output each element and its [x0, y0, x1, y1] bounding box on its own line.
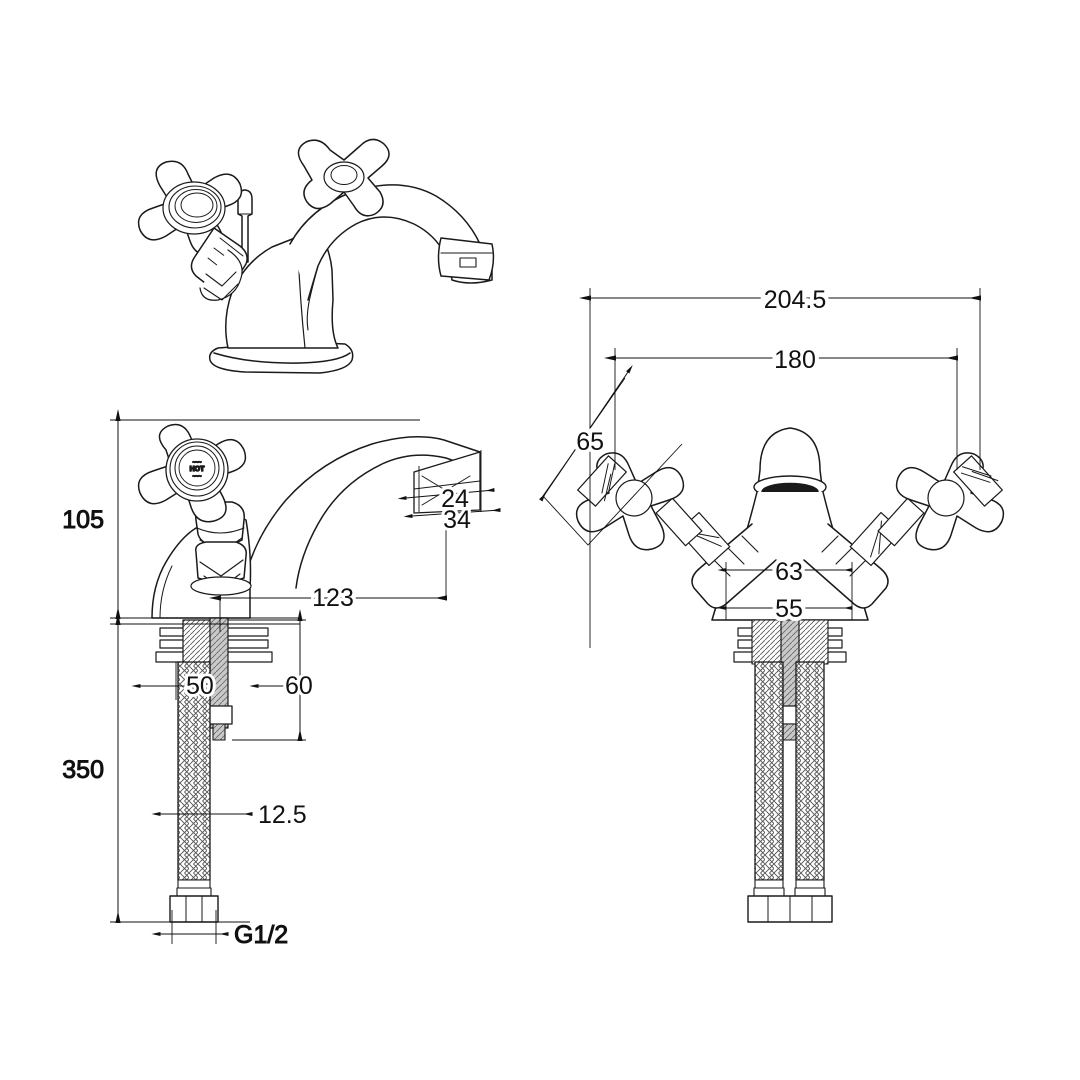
- dimension-350: 350: [62, 613, 300, 923]
- dimension-g1-2-label: G1/2: [234, 921, 288, 949]
- dimension-60: 60: [228, 609, 316, 741]
- side-cross-handle: ~~~ HOT ~~~: [137, 423, 247, 523]
- dimension-63-label: 63: [775, 558, 803, 586]
- dimension-55: 55: [717, 591, 853, 627]
- side-mounting-hardware: [155, 617, 273, 741]
- dimension-34: 34: [403, 503, 501, 537]
- dimension-123: 123: [209, 508, 447, 632]
- side-elevation-view: ~~~ HOT ~~~: [137, 423, 481, 923]
- dimension-204-5-label: 204.5: [764, 286, 827, 314]
- dimension-350-label: 350: [62, 756, 104, 784]
- dimension-63: 63: [717, 554, 853, 620]
- dimension-34-label: 34: [443, 506, 471, 534]
- dimension-g1-2: G1/2: [151, 910, 289, 950]
- dimension-105-label: 105: [62, 506, 104, 534]
- dimension-105: 105: [62, 409, 420, 619]
- perspective-handle-shroud: [190, 227, 248, 301]
- dimension-204-5: 204.5: [579, 282, 981, 648]
- perspective-spout-tip: [437, 237, 495, 281]
- front-flexible-hoses: [747, 661, 833, 923]
- front-spout: [753, 427, 827, 502]
- dimension-123-label: 123: [312, 584, 354, 612]
- dimension-180: 180: [604, 342, 958, 470]
- handle-hot-label: HOT: [190, 466, 206, 473]
- front-left-cross-handle: [575, 452, 685, 551]
- handle-index-top: ~~~: [193, 460, 202, 466]
- dimension-12-5: 12.5: [151, 798, 310, 832]
- front-elevation-view: [575, 427, 1005, 923]
- side-spout: [242, 436, 481, 589]
- front-mounting-hardware: [733, 617, 847, 741]
- perspective-handle-rear: [297, 138, 390, 217]
- front-right-valve-arm: [803, 497, 925, 609]
- dimension-60-label: 60: [285, 672, 313, 700]
- dimension-65-label: 65: [576, 428, 604, 456]
- dimension-65: 65: [539, 364, 683, 546]
- perspective-base: [208, 341, 354, 374]
- perspective-view: [137, 138, 495, 374]
- dimension-55-label: 55: [775, 595, 803, 623]
- front-right-cross-handle: [895, 452, 1005, 551]
- dimension-180-label: 180: [774, 346, 816, 374]
- dimension-50: 50: [131, 662, 217, 703]
- dimension-12-5-label: 12.5: [258, 801, 307, 829]
- dimension-50-label: 50: [186, 672, 214, 700]
- handle-index-bottom: ~~~: [193, 474, 202, 480]
- front-left-valve-arm: [655, 497, 777, 609]
- side-flexible-hose: [169, 661, 219, 923]
